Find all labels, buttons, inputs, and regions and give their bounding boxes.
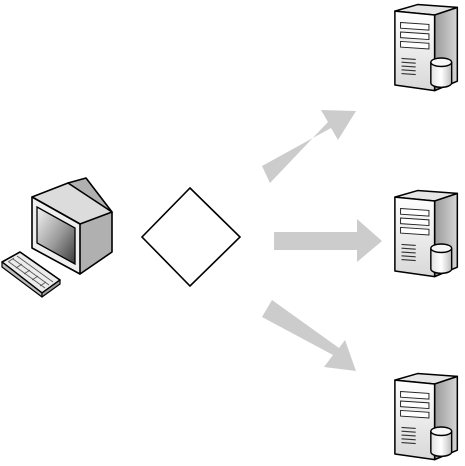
server-icon xyxy=(395,5,457,91)
server-icon xyxy=(395,374,457,460)
arrow-to-server-3 xyxy=(262,300,356,371)
arrow-to-server-2 xyxy=(274,219,382,262)
server-icon xyxy=(395,191,457,277)
desktop-computer-icon xyxy=(2,178,112,297)
arrow-to-server-1 xyxy=(262,110,356,183)
balancer-diamond xyxy=(142,188,240,286)
